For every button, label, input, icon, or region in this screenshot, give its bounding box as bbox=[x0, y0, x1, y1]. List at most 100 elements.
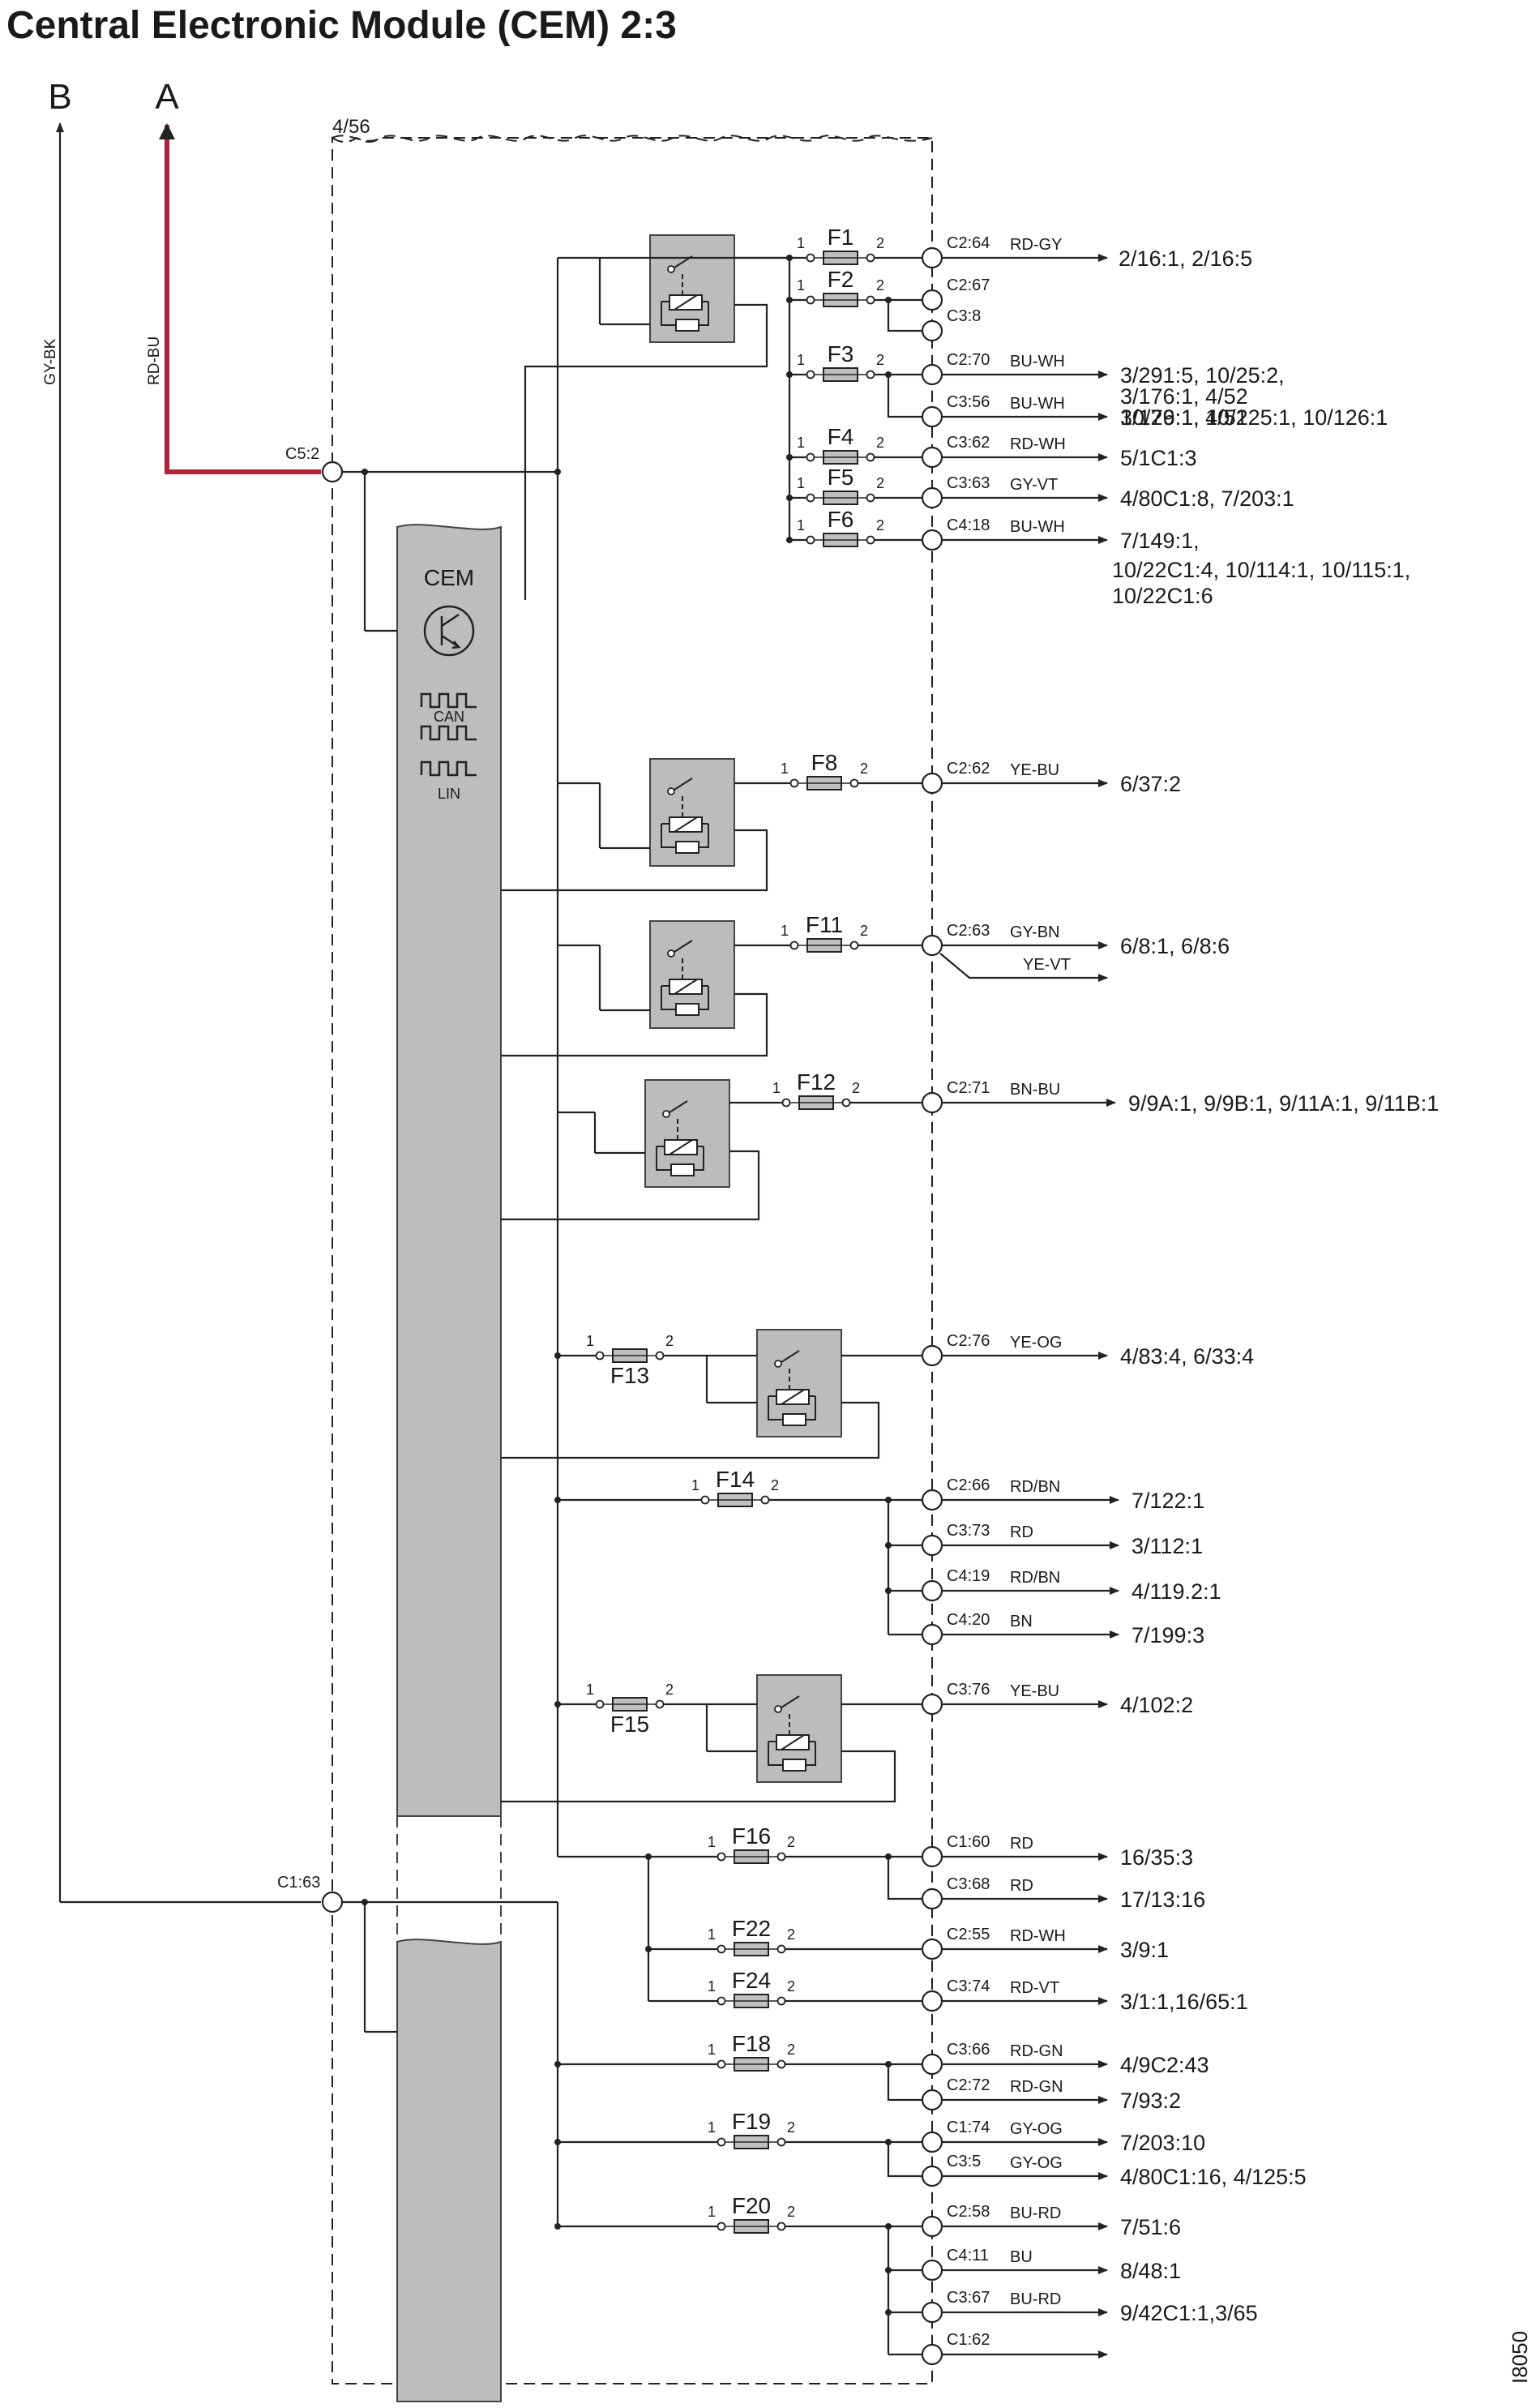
fuse-f22-out-label: 2 bbox=[787, 1926, 795, 1943]
pin-c4-20-label: C4:20 bbox=[947, 1611, 990, 1629]
fuse-f2-out-label: 2 bbox=[876, 277, 884, 294]
pin-c2-72-destination: 7/93:2 bbox=[1120, 2089, 1181, 2113]
relay-2-symbol-resistor bbox=[675, 841, 699, 854]
pin-c2-62-color: YE-BU bbox=[1010, 761, 1059, 779]
fuse-f11-label: F11 bbox=[806, 912, 843, 937]
pin-c3-5-destination: 4/80C1:16, 4/125:5 bbox=[1120, 2165, 1307, 2189]
pin-c3-76-color: YE-BU bbox=[1010, 1682, 1059, 1700]
pin-c2-71-color: BN-BU bbox=[1010, 1081, 1060, 1099]
pin-c1-74-label: C1:74 bbox=[947, 2119, 990, 2136]
connector-pin-c3-62 bbox=[921, 446, 943, 469]
pin-c3-56-color: BU-WH bbox=[1010, 395, 1065, 413]
fuse-f4-label: F4 bbox=[828, 424, 854, 449]
pin-c3-68-color: RD bbox=[1010, 1877, 1033, 1895]
pin-c3-68-label: C3:68 bbox=[947, 1875, 990, 1893]
connector-pin-c4-20 bbox=[921, 1623, 943, 1646]
connector-pin-c2-76 bbox=[921, 1344, 943, 1367]
pin-c3-56-destination: 3/176:1, 4/52 bbox=[1120, 405, 1248, 430]
lin-bus-icon bbox=[420, 761, 477, 777]
fuse-f8-out-label: 2 bbox=[860, 761, 868, 777]
can-bus-icon bbox=[420, 692, 477, 741]
fuse-f24-pin-1 bbox=[717, 1996, 726, 2006]
fuse-f16-pin-2 bbox=[776, 1852, 786, 1862]
pin-c2-76-destination: 4/83:4, 6/33:4 bbox=[1120, 1344, 1254, 1369]
pin-c3-63-color: GY-VT bbox=[1010, 476, 1058, 494]
connector-pin-c3-73 bbox=[921, 1534, 943, 1557]
pin-c2-71-destination: 9/9A:1, 9/9B:1, 9/11A:1, 9/11B:1 bbox=[1128, 1091, 1439, 1116]
connector-pin-c2-64 bbox=[921, 246, 943, 269]
connector-pin-c3-74 bbox=[921, 1990, 943, 2012]
relay-6-symbol-resistor bbox=[782, 1759, 806, 1772]
fuse-f4-pin-2 bbox=[866, 452, 875, 462]
fuse-f2-pin-1 bbox=[806, 295, 815, 305]
pin-c2-70-color: BU-WH bbox=[1010, 353, 1065, 371]
pin-c3-56-destination-2: 3/176:1, 4/52 bbox=[1120, 384, 1248, 409]
relay-4 bbox=[558, 1079, 730, 1188]
f6-destination-line-2: 10/22C1:4, 10/114:1, 10/115:1, bbox=[1112, 558, 1410, 582]
relay-1-symbol-switch bbox=[674, 255, 693, 268]
pin-c2-58-color: BU-RD bbox=[1010, 2204, 1061, 2222]
pin-c3-5-label: C3:5 bbox=[947, 2153, 981, 2170]
fuse-f3-in-label: 1 bbox=[797, 352, 805, 368]
pin-c4-19-color: RD/BN bbox=[1010, 1569, 1060, 1587]
fuse-f19-in-label: 1 bbox=[708, 2119, 716, 2136]
fuse-f1-out-label: 2 bbox=[876, 235, 884, 251]
pin-c4-18-destination: 7/149:1, bbox=[1120, 529, 1200, 553]
pin-c3-73-destination: 3/112:1 bbox=[1131, 1534, 1203, 1558]
fuse-f22-pin-2 bbox=[776, 1944, 786, 1954]
fuse-f8-label: F8 bbox=[811, 750, 838, 775]
pin-c2-62-label: C2:62 bbox=[947, 760, 990, 778]
fuse-f5-pin-2 bbox=[866, 493, 875, 503]
pin-c1-62-label: C1:62 bbox=[947, 2331, 990, 2349]
relay-6 bbox=[705, 1674, 842, 1783]
pin-c2-66-destination: 7/122:1 bbox=[1131, 1489, 1204, 1513]
relay-6-symbol-contact bbox=[774, 1705, 782, 1713]
fuse-f12-out-label: 2 bbox=[852, 1080, 860, 1096]
pin-c4-19-label: C4:19 bbox=[947, 1567, 990, 1585]
pin-c3-76-label: C3:76 bbox=[947, 1681, 990, 1699]
input-a-label: A bbox=[155, 77, 179, 117]
fuse-f22-in-label: 1 bbox=[708, 1926, 716, 1943]
pin-c2-71-label: C2:71 bbox=[947, 1079, 990, 1097]
pin-c4-18-label: C4:18 bbox=[947, 516, 990, 534]
pin-c3-66-destination: 4/9C2:43 bbox=[1120, 2053, 1209, 2077]
frame-ref-label: 4/56 bbox=[332, 116, 370, 138]
module-boundary-top-wave bbox=[332, 135, 933, 142]
fuse-f2-in-label: 1 bbox=[797, 277, 805, 294]
connector-pin-c5-2 bbox=[321, 461, 344, 483]
fuse-f5-label: F5 bbox=[828, 465, 854, 490]
relay-4-symbol-contact bbox=[662, 1110, 670, 1118]
figure-id: I8050 bbox=[1508, 2331, 1532, 2384]
pin-c1-60-label: C1:60 bbox=[947, 1833, 990, 1851]
fuse-f16-pin-1 bbox=[717, 1852, 726, 1862]
fuse-f11-in-label: 1 bbox=[781, 923, 789, 939]
fuse-f15-label: F15 bbox=[610, 1712, 649, 1737]
f6-destination-line-3: 10/22C1:6 bbox=[1112, 584, 1213, 608]
connector-pin-c2-58 bbox=[921, 2215, 943, 2238]
pin-c3-56-label: C3:56 bbox=[947, 393, 990, 411]
fuse-f18-in-label: 1 bbox=[708, 2042, 716, 2058]
fuse-f2-label: F2 bbox=[828, 267, 854, 292]
fuse-f18-label: F18 bbox=[732, 2031, 771, 2056]
connector-pin-c4-11 bbox=[921, 2259, 943, 2282]
pin-c2-63-second-color: YE-VT bbox=[1023, 956, 1071, 974]
pin-c2-55-color: RD-WH bbox=[1010, 1927, 1066, 1945]
fuse-f16-out-label: 2 bbox=[787, 1834, 795, 1850]
fuse-f24-in-label: 1 bbox=[708, 1978, 716, 1995]
fuse-f5-in-label: 1 bbox=[797, 475, 805, 491]
relay-3-symbol-switch bbox=[674, 940, 693, 953]
relay-1-symbol-contact bbox=[667, 265, 675, 273]
pin-c2-66-label: C2:66 bbox=[947, 1476, 990, 1494]
fuse-f15-pin-1 bbox=[595, 1699, 605, 1709]
fuse-f11-out-label: 2 bbox=[860, 923, 868, 939]
pin-c2-66-color: RD/BN bbox=[1010, 1478, 1060, 1496]
fuse-f5-pin-1 bbox=[806, 493, 815, 503]
fuse-f18-pin-1 bbox=[717, 2059, 726, 2069]
connector-pin-c3-8 bbox=[921, 319, 943, 342]
pin-c2-67-label: C2:67 bbox=[947, 276, 990, 294]
fuse-f20-label: F20 bbox=[732, 2193, 771, 2218]
fuse-f14-out-label: 2 bbox=[771, 1477, 779, 1493]
pin-c2-63-color: GY-BN bbox=[1010, 923, 1060, 941]
fuse-f1-pin-2 bbox=[866, 253, 875, 263]
